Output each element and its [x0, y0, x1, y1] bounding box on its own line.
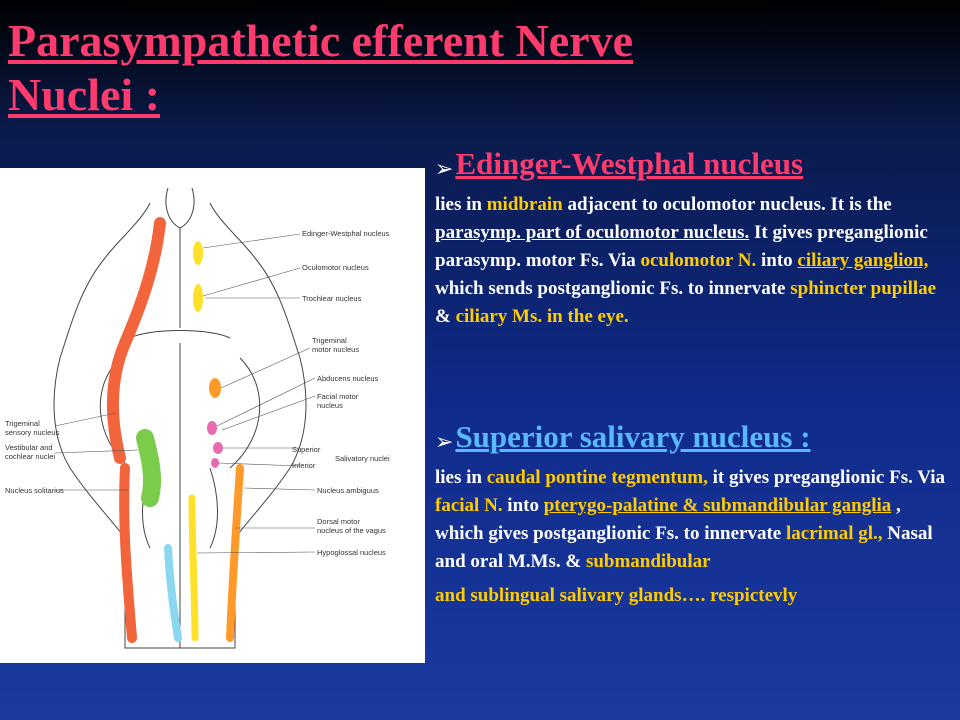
- label-facial-1: Facial motor: [317, 392, 359, 401]
- label-dorsal-2: nucleus of the vagus: [317, 526, 386, 535]
- label-ambiguus: Nucleus ambiguus: [317, 486, 379, 495]
- trigeminal-motor-shape: [209, 378, 221, 398]
- edinger-westphal-shape: [193, 241, 203, 265]
- text-run: which sends postganglionic Fs. to innerv…: [435, 278, 791, 299]
- label-salivatory: Salivatory nuclei: [335, 454, 390, 463]
- label-trigeminal-sensory-1: Trigeminal: [5, 419, 40, 428]
- highlight-lacrimal: lacrimal gl.,: [785, 523, 883, 544]
- label-trigeminal-motor-1: Trigeminal: [312, 336, 347, 345]
- highlight-caudal-pontine: caudal pontine tegmentum,: [486, 467, 708, 488]
- label-superior: Superior: [292, 445, 321, 454]
- label-solitarius: Nucleus solitarius: [5, 486, 64, 495]
- nucleus-solitarius-shape: [119, 463, 137, 643]
- trigeminal-sensory-nucleus-shape: [107, 217, 166, 464]
- superior-salivary-heading: ➢ Superior salivary nucleus :: [435, 418, 950, 462]
- salivatory-superior-shape: [213, 442, 223, 454]
- edinger-westphal-heading: ➢ Edinger-Westphal nucleus: [435, 145, 950, 189]
- highlight-ciliary-ms: ciliary Ms. in the eye.: [455, 306, 629, 327]
- vestibular-nucleus-shape: [136, 429, 162, 507]
- highlight-sphincter-pupillae: sphincter pupillae: [790, 278, 937, 299]
- salivatory-inferior-shape: [211, 458, 219, 468]
- highlight-sublingual: and sublingual salivary glands…. respict…: [435, 585, 798, 606]
- hypoglossal-shape: [188, 494, 199, 642]
- label-leaders: [54, 233, 316, 554]
- label-trigeminal-motor-2: motor nucleus: [312, 345, 359, 354]
- label-dorsal-1: Dorsal motor: [317, 517, 360, 526]
- text-run: it gives preganglionic Fs. Via: [707, 467, 946, 488]
- label-hypoglossal: Hypoglossal nucleus: [317, 548, 386, 557]
- heading-text: Superior salivary nucleus :: [455, 419, 811, 454]
- text-run: Nasal and oral M.Ms. &: [435, 523, 933, 572]
- text-run: &: [435, 306, 456, 327]
- label-inferior: Inferior: [292, 461, 316, 470]
- text-run: It gives preganglionic parasymp. motor F…: [435, 222, 928, 271]
- highlight-ciliary-ganglion: ciliary ganglion,: [797, 250, 929, 271]
- arrow-bullet-icon: ➢: [435, 430, 454, 455]
- highlight-facial-n: facial N.: [435, 495, 503, 516]
- brainstem-diagram: Edinger-Westphal nucleus Oculomotor nucl…: [0, 168, 425, 663]
- highlight-oculomotor-n: oculomotor N.: [640, 250, 757, 271]
- text-run: lies in: [435, 467, 487, 488]
- label-abducens: Abducens nucleus: [317, 374, 379, 383]
- text-run: into: [502, 495, 544, 516]
- slide-title: Parasympathetic efferent Nerve Nuclei :: [8, 14, 908, 122]
- brainstem-outline: [53, 187, 307, 649]
- label-facial-2: nucleus: [317, 401, 343, 410]
- edinger-westphal-section: ➢ Edinger-Westphal nucleus lies in midbr…: [435, 145, 950, 331]
- label-vestibular-1: Vestibular and: [5, 443, 53, 452]
- superior-salivary-section: ➢ Superior salivary nucleus : lies in ca…: [435, 418, 950, 610]
- label-trigeminal-sensory-2: sensory nucleus: [5, 428, 59, 437]
- label-edinger-westphal: Edinger-Westphal nucleus: [302, 229, 390, 238]
- edinger-westphal-body: lies in midbrain adjacent to oculomotor …: [435, 191, 950, 331]
- text-run: adjacent to oculomotor nucleus. It is th…: [562, 194, 892, 215]
- text-run: into: [756, 250, 798, 271]
- label-oculomotor: Oculomotor nucleus: [302, 263, 369, 272]
- highlight-midbrain: midbrain: [486, 194, 563, 215]
- label-trochlear: Trochlear nucleus: [302, 294, 362, 303]
- abducens-shape: [207, 421, 217, 435]
- title-line-1: Parasympathetic efferent Nerve: [8, 15, 633, 66]
- superior-salivary-body: lies in caudal pontine tegmentum, it giv…: [435, 464, 950, 610]
- brainstem-illustration: Edinger-Westphal nucleus Oculomotor nucl…: [5, 187, 390, 649]
- dorsal-vagus-shape: [164, 544, 182, 642]
- text-run: lies in: [435, 194, 487, 215]
- label-vestibular-2: cochlear nuclei: [5, 452, 55, 461]
- oculomotor-nucleus-shape: [193, 284, 203, 312]
- highlight-pterygo-palatine: pterygo-palatine & submandibular ganglia: [543, 495, 892, 516]
- heading-text: Edinger-Westphal nucleus: [455, 146, 804, 181]
- text-run: , which gives postganglionic Fs. to inne…: [435, 495, 901, 544]
- underline-parasymp-part: parasymp. part of oculomotor nucleus.: [435, 222, 750, 243]
- highlight-submandibular: submandibular: [585, 551, 711, 572]
- arrow-bullet-icon: ➢: [435, 157, 454, 182]
- title-line-2: Nuclei :: [8, 69, 161, 120]
- nucleus-ambiguus-shape: [226, 464, 244, 642]
